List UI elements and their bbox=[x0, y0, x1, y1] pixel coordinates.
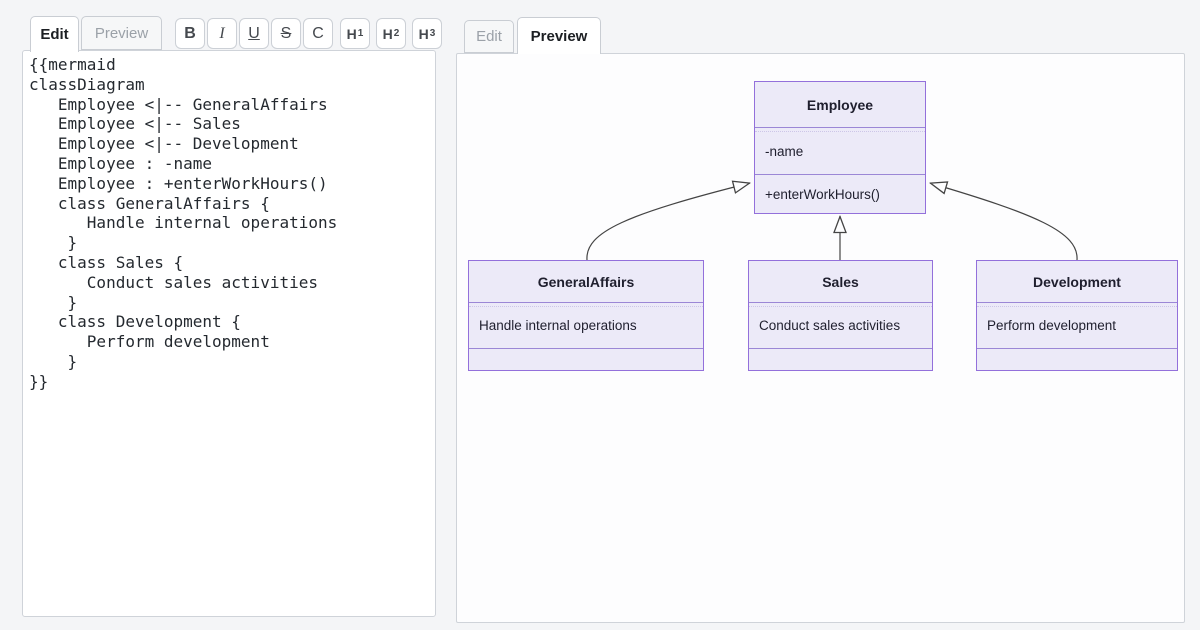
class-node-generalaffairs: GeneralAffairs Handle internal operation… bbox=[468, 260, 704, 371]
heading2-icon: H bbox=[382, 25, 393, 42]
attribute-label: -name bbox=[765, 143, 804, 159]
underline-button[interactable]: U bbox=[239, 18, 269, 49]
preview-tab-edit-label: Edit bbox=[476, 28, 502, 45]
editor-content: {{mermaid classDiagram Employee <|-- Gen… bbox=[29, 55, 338, 391]
class-member-row: Conduct sales activities bbox=[749, 303, 932, 348]
class-title-sales: Sales bbox=[749, 261, 932, 307]
preview-panel: Employee -name +enterWorkHours() General… bbox=[456, 53, 1185, 623]
preview-tab-preview[interactable]: Preview bbox=[517, 17, 601, 54]
class-member-row: Perform development bbox=[977, 303, 1177, 348]
editor-tab-preview[interactable]: Preview bbox=[81, 16, 162, 50]
heading1-icon: H bbox=[346, 25, 357, 42]
class-node-employee: Employee -name +enterWorkHours() bbox=[754, 81, 926, 214]
class-empty-compartment bbox=[977, 348, 1177, 370]
code-button[interactable]: C bbox=[303, 18, 333, 49]
code-icon: C bbox=[312, 24, 324, 42]
heading3-sub: 3 bbox=[429, 27, 436, 39]
member-label: Conduct sales activities bbox=[759, 318, 901, 333]
bold-icon: B bbox=[184, 24, 196, 42]
inheritance-edge-generalaffairs-employee bbox=[586, 183, 750, 261]
underline-icon: U bbox=[248, 24, 260, 42]
markdown-editor[interactable]: {{mermaid classDiagram Employee <|-- Gen… bbox=[22, 50, 436, 617]
class-title-generalaffairs: GeneralAffairs bbox=[469, 261, 703, 307]
editor-tab-preview-label: Preview bbox=[94, 24, 149, 42]
class-empty-compartment bbox=[469, 348, 703, 370]
heading3-icon: H bbox=[418, 25, 429, 42]
class-title-employee: Employee bbox=[755, 82, 925, 132]
class-node-sales: Sales Conduct sales activities bbox=[748, 260, 933, 371]
class-attribute-row: -name bbox=[755, 128, 925, 174]
heading1-sub: 1 bbox=[357, 27, 364, 39]
member-label: Handle internal operations bbox=[479, 318, 637, 333]
class-method-row: +enterWorkHours() bbox=[755, 174, 925, 213]
class-empty-compartment bbox=[749, 348, 932, 370]
class-member-row: Handle internal operations bbox=[469, 303, 703, 348]
editor-tab-edit[interactable]: Edit bbox=[30, 16, 79, 52]
italic-icon: I bbox=[219, 24, 225, 42]
preview-tab-edit[interactable]: Edit bbox=[464, 20, 514, 53]
member-label: Perform development bbox=[987, 318, 1117, 333]
inheritance-edge-development-employee bbox=[930, 183, 1078, 261]
bold-button[interactable]: B bbox=[175, 18, 205, 49]
preview-tab-preview-label: Preview bbox=[530, 27, 588, 45]
strikethrough-button[interactable]: S bbox=[271, 18, 301, 49]
editor-tab-edit-label: Edit bbox=[40, 26, 69, 43]
class-title-development: Development bbox=[977, 261, 1177, 307]
method-label: +enterWorkHours() bbox=[765, 186, 880, 202]
class-node-development: Development Perform development bbox=[976, 260, 1178, 371]
italic-button[interactable]: I bbox=[207, 18, 237, 49]
strikethrough-icon: S bbox=[280, 24, 292, 42]
heading2-sub: 2 bbox=[393, 27, 400, 39]
